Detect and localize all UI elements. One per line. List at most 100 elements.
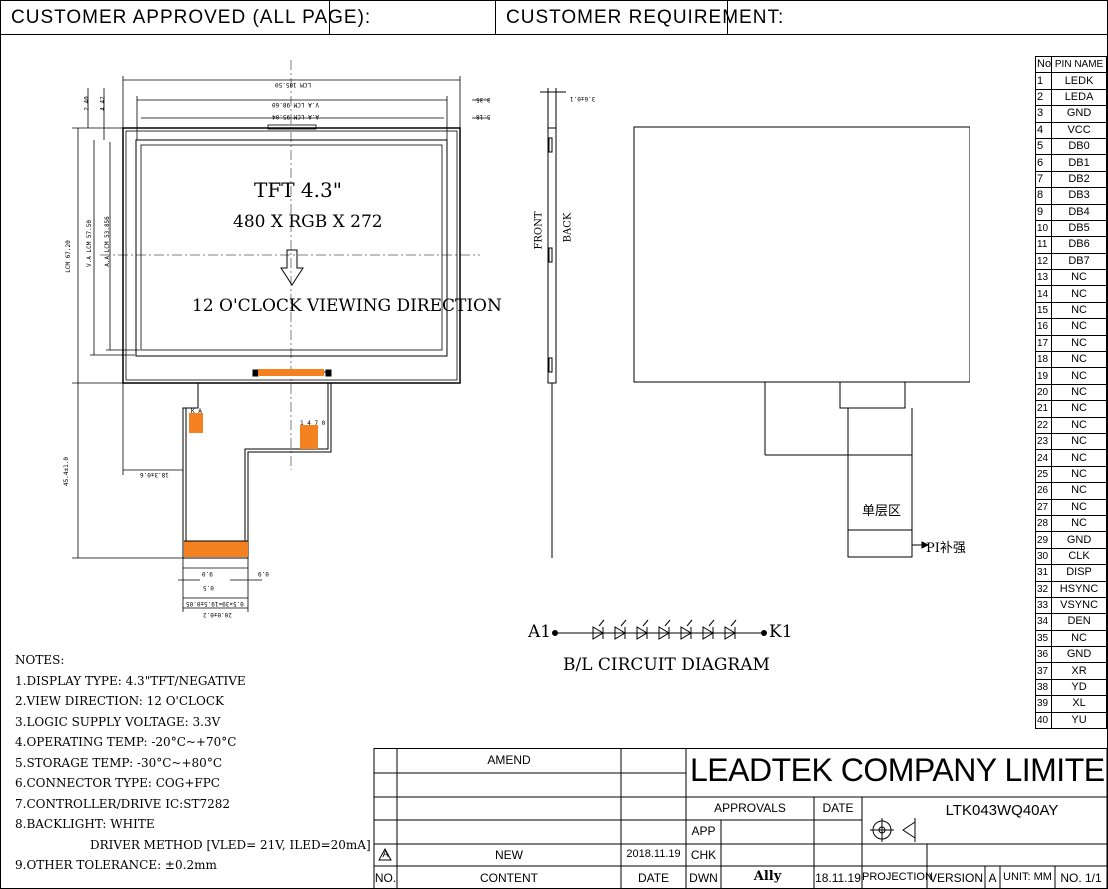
- note-item: 1.DISPLAY TYPE: 4.3"TFT/NEGATIVE: [15, 673, 246, 688]
- tb-drawn-by: Ally: [753, 869, 782, 884]
- pin-name: NC: [1051, 432, 1108, 451]
- tb-chk: CHK: [690, 848, 717, 862]
- pin-name: VSYNC: [1051, 596, 1108, 615]
- note-item: 2.VIEW DIRECTION: 12 O'CLOCK: [15, 694, 224, 708]
- pin-name: NC: [1051, 285, 1108, 303]
- pin-number: 33: [1034, 596, 1053, 615]
- pin-name: DB6: [1051, 236, 1108, 254]
- dim-fpc-w2: 0.5: [203, 584, 214, 591]
- pin-number: 38: [1034, 678, 1053, 697]
- circuit-title: B/L CIRCUIT DIAGRAM: [563, 655, 770, 675]
- pin-table-header: No PIN NAME: [1034, 55, 1108, 74]
- dim-right-a: 3.35: [476, 96, 491, 103]
- pin-name: CLK: [1051, 547, 1108, 566]
- pin-number: 24: [1034, 449, 1053, 467]
- side-view-drawing: [540, 88, 566, 558]
- pin-number: 31: [1034, 564, 1053, 582]
- tb-dwn: DWN: [689, 871, 718, 885]
- tb-no-label: NO.: [374, 871, 397, 885]
- note-item: 6.CONNECTOR TYPE: COG+FPC: [15, 776, 220, 790]
- tb-unit: UNIT: MM: [1003, 871, 1052, 883]
- pin-number: 16: [1034, 318, 1053, 336]
- pin-name: NC: [1051, 269, 1108, 287]
- side-front-label: FRONT: [533, 211, 545, 250]
- customer-approved-cell: CUSTOMER APPROVED (ALL PAGE):: [0, 0, 370, 35]
- dim-fpc-w1: 9.0: [202, 570, 213, 577]
- pin-name: NC: [1051, 465, 1108, 484]
- pin-number: 27: [1034, 498, 1053, 516]
- pin-name: LEDK: [1051, 72, 1108, 90]
- pin-name: NC: [1051, 367, 1108, 385]
- note-item: 3.LOGIC SUPPLY VOLTAGE: 3.3V: [15, 714, 221, 729]
- dim-right-b: 5.18: [476, 113, 491, 120]
- dim-fpc-width: 20.0±0.2: [203, 611, 232, 618]
- front-view-drawing: [72, 60, 490, 612]
- pin-number: 30: [1034, 547, 1053, 566]
- pin-name: HSYNC: [1051, 580, 1108, 598]
- dim-side-thickness: 3.6±0.1: [570, 95, 596, 102]
- pin-name: NC: [1051, 629, 1108, 648]
- dim-aa-height: A.A LCM 53.856: [103, 216, 111, 267]
- pin-number: 34: [1034, 613, 1053, 631]
- back-view-drawing: [633, 126, 970, 558]
- pin-number: 20: [1034, 383, 1053, 402]
- tb-date-label: DATE: [822, 801, 854, 815]
- tb-rev-mark: A: [382, 849, 389, 859]
- customer-requirement-cell: CUSTOMER REQUIREMENT:: [495, 0, 783, 35]
- side-back-label: BACK: [562, 212, 574, 243]
- pin-number: 35: [1034, 629, 1053, 648]
- single-layer-label: 单层区: [862, 504, 902, 519]
- pin-number: 28: [1034, 514, 1053, 533]
- pin-number: 19: [1034, 367, 1053, 385]
- pin-number: 25: [1034, 465, 1053, 484]
- pin-name: DB1: [1051, 154, 1108, 172]
- pin-number: 1: [1034, 72, 1053, 90]
- tb-approvals: APPROVALS: [714, 801, 786, 815]
- pin-number: 12: [1034, 252, 1053, 271]
- pin-number: 9: [1034, 203, 1053, 221]
- pin-name: DEN: [1051, 613, 1108, 631]
- pin-name: NC: [1051, 449, 1108, 467]
- pin-name: GND: [1051, 646, 1108, 664]
- pin-number: 23: [1034, 432, 1053, 451]
- pin-number: 39: [1034, 695, 1053, 713]
- pin-name: NC: [1051, 318, 1108, 336]
- notes-heading: NOTES:: [15, 653, 65, 667]
- pin-number: 4: [1034, 121, 1053, 139]
- tb-drawn-date: 18.11.19: [815, 871, 861, 885]
- pin-name: NC: [1051, 514, 1108, 533]
- pin-number: 5: [1034, 137, 1053, 156]
- pin-number: 37: [1034, 662, 1053, 680]
- pin-number: 8: [1034, 187, 1053, 205]
- pin-number: 2: [1034, 88, 1053, 107]
- pin-number: 22: [1034, 416, 1053, 434]
- pin-name: DB4: [1051, 203, 1108, 221]
- customer-approved-blank: [329, 0, 496, 35]
- pin-name: GND: [1051, 105, 1108, 123]
- tb-version-label: VERSION: [928, 871, 983, 885]
